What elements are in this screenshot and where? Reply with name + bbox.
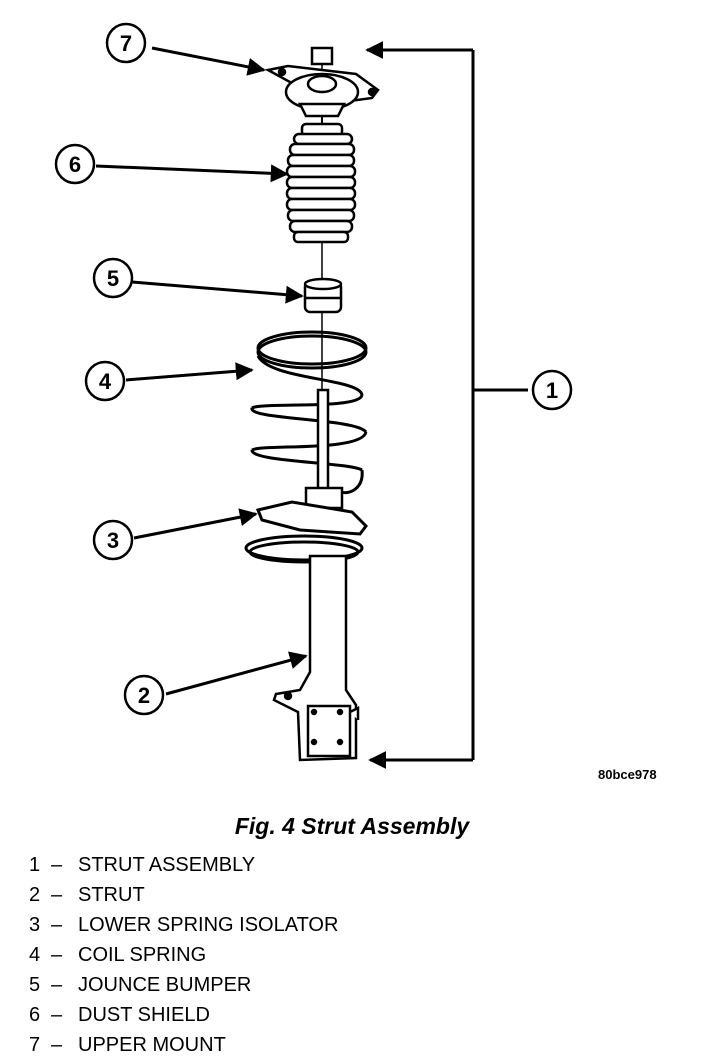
leader-5 bbox=[131, 280, 304, 304]
callout-circle-6 bbox=[54, 143, 96, 185]
jounce-bumper-part bbox=[303, 277, 343, 314]
legend-dash: – bbox=[51, 884, 63, 906]
lower-spring-isolator-part bbox=[244, 500, 368, 564]
legend-number: 1 bbox=[29, 854, 41, 876]
leader-7 bbox=[151, 46, 266, 76]
legend-number: 5 bbox=[29, 974, 41, 996]
legend-label: LOWER SPRING ISOLATOR bbox=[78, 914, 339, 936]
legend-item: 3–LOWER SPRING ISOLATOR bbox=[29, 910, 338, 940]
legend-label: DUST SHIELD bbox=[78, 1004, 210, 1026]
legend-dash: – bbox=[51, 1004, 63, 1026]
legend-item: 7–UPPER MOUNT bbox=[29, 1030, 338, 1060]
legend-number: 3 bbox=[29, 914, 41, 936]
callout-circle-1 bbox=[531, 369, 573, 411]
legend-dash: – bbox=[51, 854, 63, 876]
callout-3: 3 bbox=[107, 528, 119, 553]
assembly-bracket bbox=[365, 41, 528, 769]
strut-assembly-diagram: 7 6 5 4 3 2 1 bbox=[54, 22, 573, 769]
callout-7: 7 bbox=[120, 31, 132, 56]
callout-6: 6 bbox=[69, 152, 81, 177]
legend-label: JOUNCE BUMPER bbox=[78, 974, 252, 996]
upper-mount-part bbox=[264, 46, 380, 118]
figure-id: 80bce978 bbox=[598, 767, 657, 782]
leader-4 bbox=[125, 362, 254, 382]
strut-body-part bbox=[272, 554, 360, 762]
coil-spring-part bbox=[250, 330, 368, 495]
leader-3 bbox=[133, 508, 258, 540]
dust-shield-part bbox=[285, 122, 357, 244]
legend-label: STRUT ASSEMBLY bbox=[78, 854, 256, 876]
legend-item: 2–STRUT bbox=[29, 880, 338, 910]
parts-legend: 1–STRUT ASSEMBLY 2–STRUT 3–LOWER SPRING … bbox=[29, 850, 338, 1060]
legend-label: UPPER MOUNT bbox=[78, 1034, 226, 1056]
legend-dash: – bbox=[51, 914, 63, 936]
callout-1: 1 bbox=[546, 378, 558, 403]
callout-circle-2 bbox=[123, 674, 165, 716]
callout-5: 5 bbox=[107, 266, 119, 291]
legend-number: 4 bbox=[29, 944, 41, 966]
leader-2 bbox=[165, 651, 308, 696]
callout-4: 4 bbox=[99, 369, 112, 394]
callout-circle-4 bbox=[84, 360, 126, 402]
legend-item: 6–DUST SHIELD bbox=[29, 1000, 338, 1030]
strut-rod bbox=[304, 388, 344, 510]
legend-number: 7 bbox=[29, 1034, 41, 1056]
callout-circle-5 bbox=[92, 257, 134, 299]
legend-item: 1–STRUT ASSEMBLY bbox=[29, 850, 338, 880]
legend-dash: – bbox=[51, 944, 63, 966]
leader-6 bbox=[95, 164, 289, 183]
legend-label: COIL SPRING bbox=[78, 944, 207, 966]
callout-circle-7 bbox=[105, 22, 147, 64]
legend-dash: – bbox=[51, 974, 63, 996]
legend-label: STRUT bbox=[78, 884, 145, 906]
callout-circle-3 bbox=[92, 519, 134, 561]
callout-2: 2 bbox=[138, 683, 150, 708]
figure-caption: Fig. 4 Strut Assembly bbox=[234, 813, 470, 839]
legend-item: 4–COIL SPRING bbox=[29, 940, 338, 970]
legend-number: 2 bbox=[29, 884, 41, 906]
legend-item: 5–JOUNCE BUMPER bbox=[29, 970, 338, 1000]
legend-dash: – bbox=[51, 1034, 63, 1056]
legend-number: 6 bbox=[29, 1004, 41, 1026]
